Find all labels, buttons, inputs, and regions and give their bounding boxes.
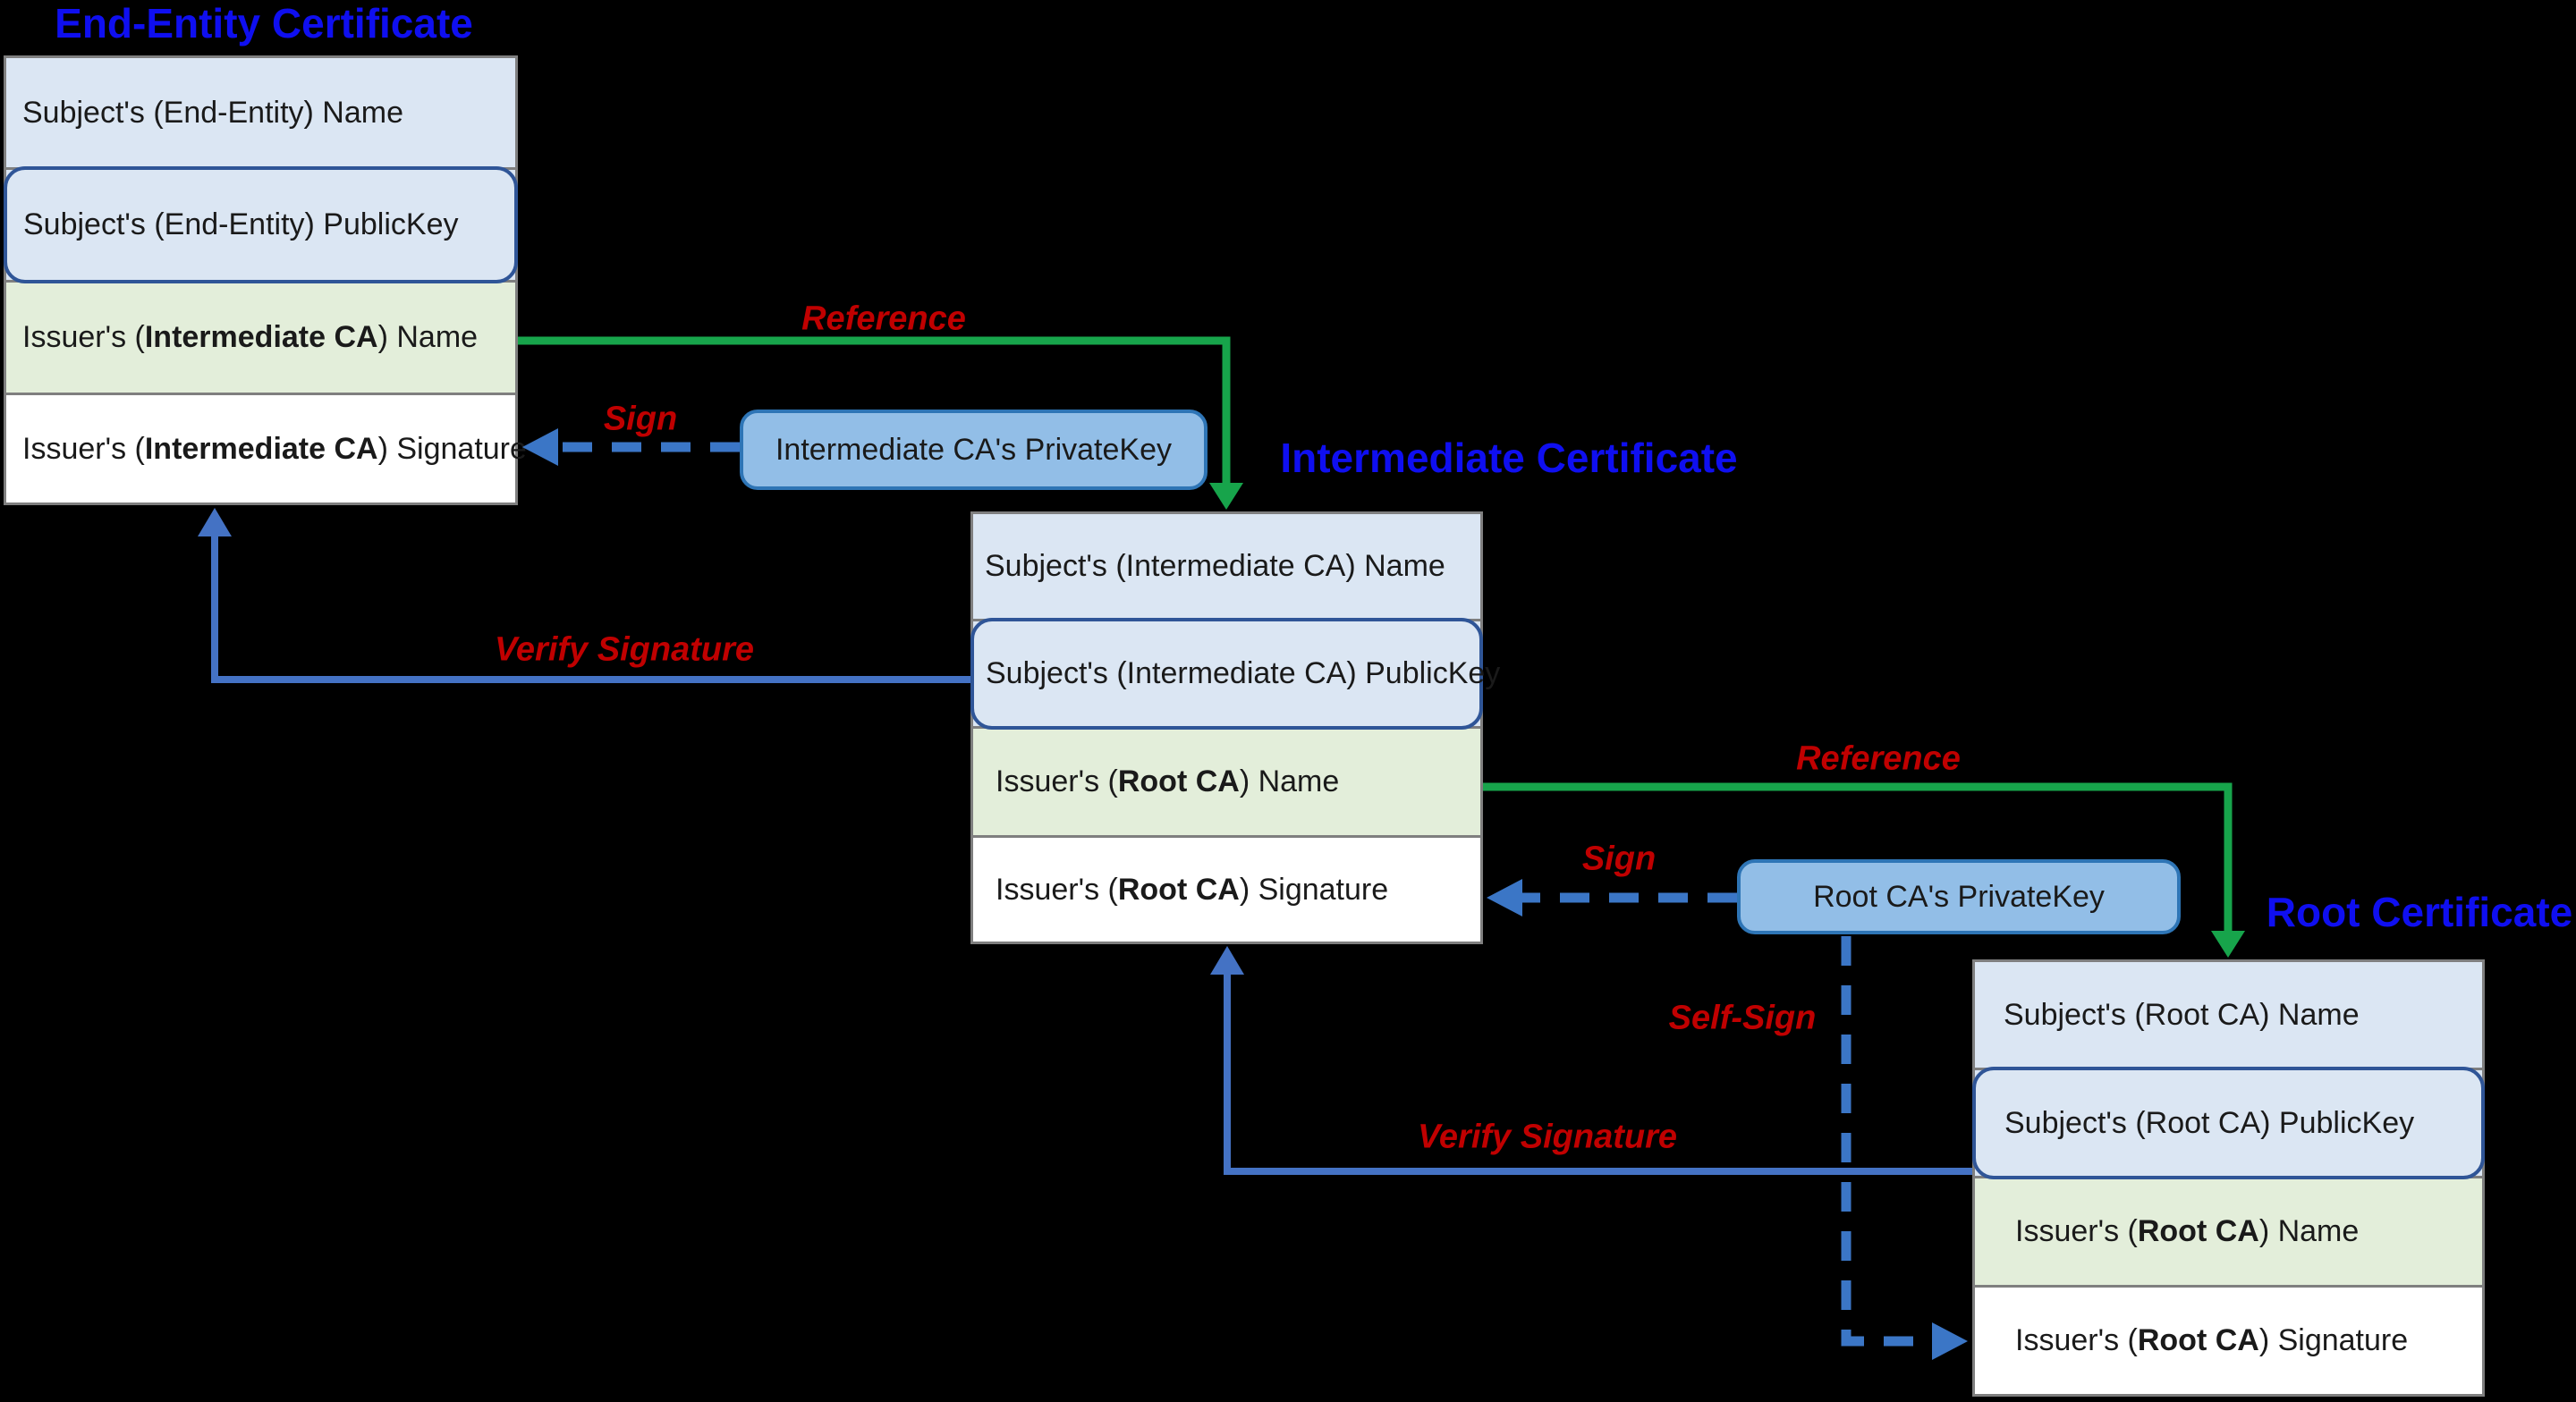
self-sign-label: Self-Sign: [1668, 999, 1817, 1037]
reference-label-1: Reference: [801, 300, 966, 338]
intermediate-ca-privatekey-node: Intermediate CA's PrivateKey: [740, 410, 1208, 490]
certificate-root: Subject's (Root CA) Name Subject's (Root…: [1972, 959, 2485, 1397]
sign-label-1: Sign: [603, 400, 678, 438]
cert-row-issuer-name: Issuer's (Intermediate CA) Name: [6, 283, 515, 395]
reference-arrow-1-arrowhead-icon: [1209, 483, 1243, 510]
certificate-intermediate: Subject's (Intermediate CA) Name Subject…: [970, 511, 1500, 944]
certificate-end-entity: Subject's (End-Entity) Name Subject's (E…: [4, 55, 527, 505]
cert-row-subject-name: Subject's (End-Entity) Name: [6, 58, 515, 170]
cert-row-issuer-signature: Issuer's (Root CA) Signature: [1975, 1288, 2482, 1394]
publickey-rounded-frame: Subject's (Intermediate CA) PublicKey: [970, 618, 1500, 730]
cert-row-label: Subject's (Intermediate CA) Name: [985, 549, 1445, 583]
cert-row-label: Issuer's (Root CA) Signature: [996, 872, 1389, 907]
cert-row-label: Subject's (Root CA) PublicKey: [2004, 1105, 2415, 1140]
cert-row-label: Issuer's (Intermediate CA) Name: [22, 320, 479, 354]
cert-row-label: Subject's (Intermediate CA) PublicKey: [986, 656, 1501, 690]
cert-row-label: Issuer's (Root CA) Name: [2015, 1214, 2360, 1248]
cert-row-label: Subject's (Root CA) Name: [2004, 997, 2360, 1032]
self-sign-arrow-line: [1841, 936, 1934, 1347]
cert-row-label: Issuer's (Intermediate CA) Signature: [22, 431, 527, 466]
cert-row-subject-name: Subject's (Root CA) Name: [1975, 962, 2482, 1070]
verify-signature-arrow-1-arrowhead-icon: [198, 508, 232, 536]
cert-row-issuer-name: Issuer's (Root CA) Name: [973, 729, 1480, 838]
verify-signature-arrow-2-arrowhead-icon: [1210, 946, 1244, 975]
publickey-rounded-frame: Subject's (End-Entity) PublicKey: [4, 166, 518, 283]
cert-row-label: Subject's (End-Entity) PublicKey: [23, 207, 459, 241]
cert-row-label: Issuer's (Root CA) Name: [996, 764, 1340, 798]
cert-row-subject-publickey: Subject's (End-Entity) PublicKey: [4, 166, 518, 283]
sign-arrow-1-arrowhead-icon: [522, 428, 558, 466]
sign-label-2: Sign: [1581, 840, 1657, 878]
self-sign-arrow-arrowhead-icon: [1932, 1322, 1968, 1360]
root-ca-privatekey-node: Root CA's PrivateKey: [1737, 859, 2181, 934]
intermediate-certificate-title: Intermediate Certificate: [1280, 435, 1738, 481]
cert-row-issuer-name: Issuer's (Root CA) Name: [1975, 1178, 2482, 1288]
verify-signature-label-1: Verify Signature: [494, 630, 755, 669]
cert-row-label: Issuer's (Root CA) Signature: [2015, 1323, 2409, 1357]
cert-row-subject-publickey: Subject's (Root CA) PublicKey: [1972, 1067, 2485, 1179]
publickey-rounded-frame: Subject's (Root CA) PublicKey: [1972, 1067, 2485, 1179]
sign-arrow-2-arrowhead-icon: [1487, 879, 1522, 916]
cert-row-issuer-signature: Issuer's (Intermediate CA) Signature: [6, 395, 527, 503]
cert-row-subject-name: Subject's (Intermediate CA) Name: [973, 514, 1480, 621]
verify-signature-label-2: Verify Signature: [1417, 1118, 1678, 1156]
cert-row-issuer-signature: Issuer's (Root CA) Signature: [973, 838, 1480, 942]
cert-row-label: Subject's (End-Entity) Name: [22, 95, 403, 130]
reference-arrow-2-arrowhead-icon: [2211, 931, 2245, 958]
root-certificate-title: Root Certificate: [2266, 889, 2573, 935]
reference-label-2: Reference: [1796, 739, 1961, 778]
end-entity-certificate-title: End-Entity Certificate: [55, 0, 473, 46]
cert-row-subject-publickey: Subject's (Intermediate CA) PublicKey: [970, 618, 1500, 730]
